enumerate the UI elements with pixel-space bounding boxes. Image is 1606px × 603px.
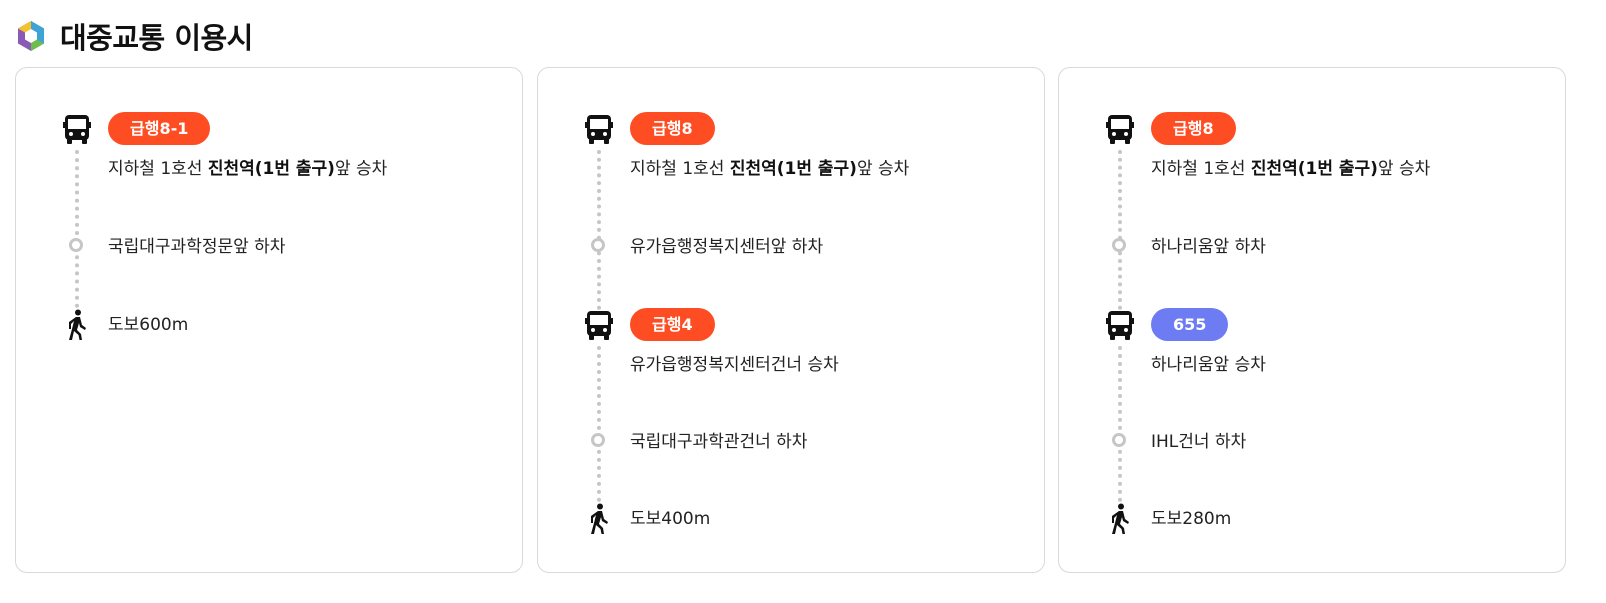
alight-stop: IHL건너 하차: [1151, 432, 1247, 452]
alight-stop: 유가읍행정복지센터앞 하차: [630, 237, 824, 257]
alight-stop: 하나리움앞 하차: [1151, 237, 1266, 257]
stop-dot-icon: [591, 238, 605, 252]
stop-dot-icon: [69, 238, 83, 252]
route-line: [597, 150, 601, 310]
bus-icon: [60, 112, 94, 146]
route-line: [1118, 346, 1122, 502]
stop-dot-icon: [1112, 238, 1126, 252]
hexagon-logo-icon: [18, 21, 44, 51]
walking-person-icon: [60, 308, 94, 342]
route-badge[interactable]: 급행8: [630, 112, 715, 145]
bus-icon: [1103, 308, 1137, 342]
stop-dot-icon: [591, 433, 605, 447]
alight-stop: 국립대구과학관건너 하차: [630, 432, 808, 452]
route-badge[interactable]: 655: [1151, 308, 1229, 341]
alight-stop: 국립대구과학정문앞 하차: [108, 237, 286, 257]
walk-distance: 도보400m: [630, 509, 711, 529]
walk-distance: 도보600m: [108, 315, 189, 335]
walk-distance: 도보280m: [1151, 509, 1232, 529]
route-line: [597, 346, 601, 502]
boarding-stop: 지하철 1호선 진천역(1번 출구)앞 승차: [1151, 159, 1431, 179]
bus-icon: [582, 308, 616, 342]
route-badge[interactable]: 급행8-1: [108, 112, 211, 145]
stop-dot-icon: [1112, 433, 1126, 447]
walking-person-icon: [1103, 502, 1137, 536]
route-badge[interactable]: 급행4: [630, 308, 715, 341]
route-badge[interactable]: 급행8: [1151, 112, 1236, 145]
boarding-stop: 지하철 1호선 진천역(1번 출구)앞 승차: [108, 159, 388, 179]
walking-person-icon: [582, 502, 616, 536]
route-card-1: 급행8-1 지하철 1호선 진천역(1번 출구)앞 승차 국립대구과학정문앞 하…: [15, 67, 523, 573]
bus-icon: [1103, 112, 1137, 146]
boarding-stop: 하나리움앞 승차: [1151, 355, 1266, 375]
route-card-3: 급행8 지하철 1호선 진천역(1번 출구)앞 승차 하나리움앞 하차 655 …: [1058, 67, 1566, 573]
route-line: [1118, 150, 1122, 310]
route-card-2: 급행8 지하철 1호선 진천역(1번 출구)앞 승차 유가읍행정복지센터앞 하차…: [537, 67, 1045, 573]
boarding-stop: 지하철 1호선 진천역(1번 출구)앞 승차: [630, 159, 910, 179]
section-header: 대중교통 이용시: [14, 14, 253, 58]
route-line: [75, 150, 79, 308]
bus-icon: [582, 112, 616, 146]
page-title: 대중교통 이용시: [60, 21, 253, 55]
boarding-stop: 유가읍행정복지센터건너 승차: [630, 355, 839, 375]
